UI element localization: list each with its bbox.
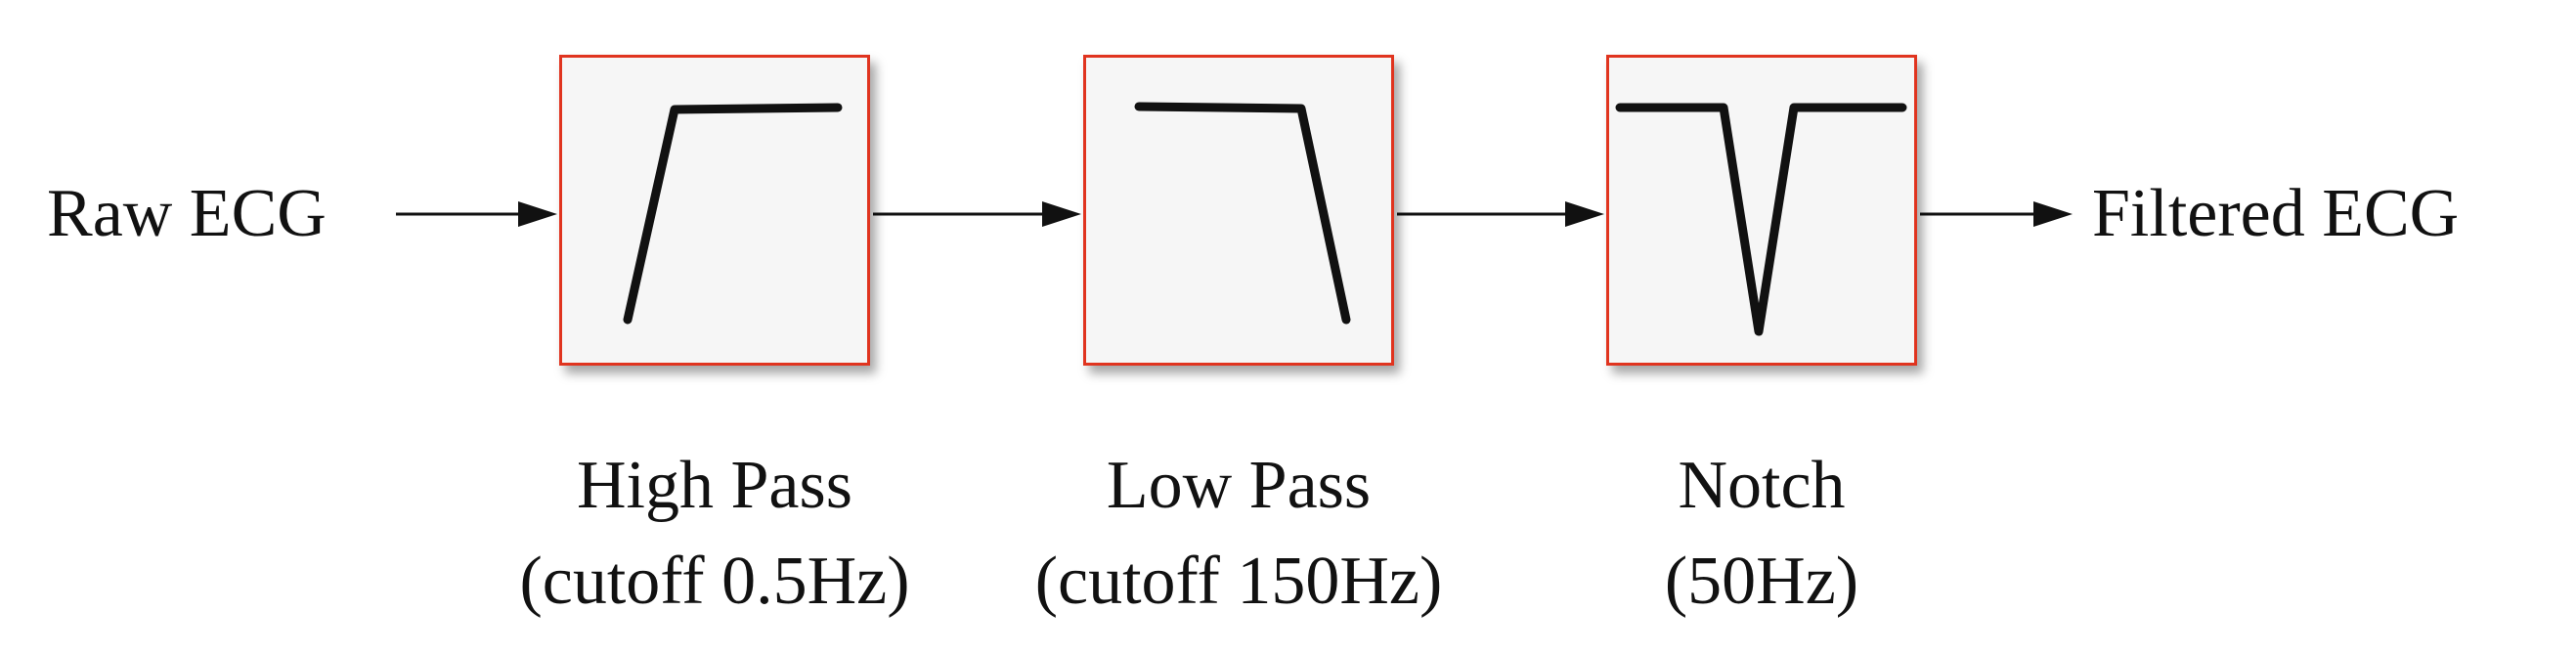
low-pass-detail: (cutoff 150Hz)	[1034, 544, 1443, 619]
notch-filter-block	[1606, 55, 1917, 366]
input-label: Raw ECG	[47, 176, 327, 251]
notch-caption: Notch (50Hz)	[1468, 438, 2055, 630]
output-label: Filtered ECG	[2092, 176, 2460, 251]
arrow-lowpass-to-notch	[1397, 201, 1604, 227]
high-pass-detail: (cutoff 0.5Hz)	[519, 544, 910, 619]
low-pass-response-icon	[1134, 102, 1351, 325]
arrow-highpass-to-lowpass	[873, 201, 1081, 227]
notch-name: Notch	[1678, 448, 1846, 523]
low-pass-name: Low Pass	[1106, 448, 1372, 523]
notch-detail: (50Hz)	[1664, 544, 1859, 619]
notch-response-icon	[1615, 103, 1907, 336]
high-pass-caption: High Pass (cutoff 0.5Hz)	[421, 438, 1008, 630]
high-pass-name: High Pass	[577, 448, 852, 523]
high-pass-response-icon	[623, 103, 843, 325]
low-pass-filter-block	[1083, 55, 1394, 366]
arrow-input-to-highpass	[396, 201, 557, 227]
arrow-notch-to-output	[1920, 201, 2073, 227]
low-pass-caption: Low Pass (cutoff 150Hz)	[945, 438, 1532, 630]
high-pass-filter-block	[559, 55, 870, 366]
